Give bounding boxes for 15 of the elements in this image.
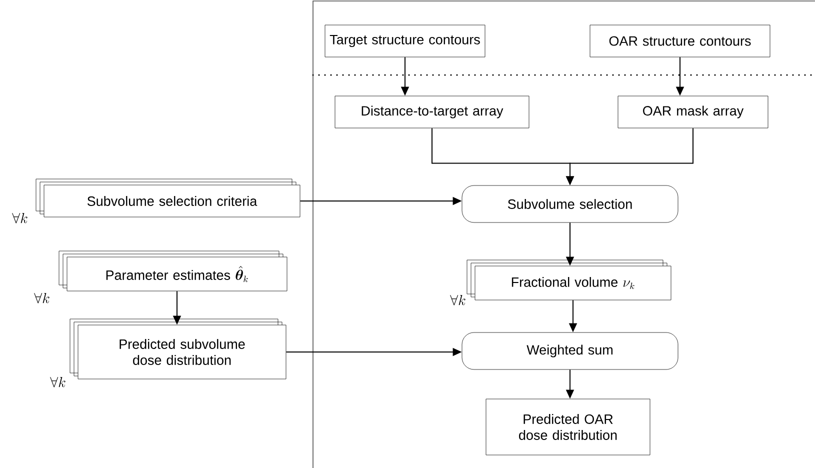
process-step: Weighted sum <box>462 332 678 370</box>
process-box: OAR structure contours <box>590 24 770 58</box>
forall-label: $\forall k$ <box>12 213 28 224</box>
process-box: Target structure contours <box>324 24 486 58</box>
process-box: OAR mask array <box>618 96 768 128</box>
forall-label: $\forall k$ <box>34 293 50 304</box>
stacked-box: Fractional volume $\nu_k$ <box>466 260 672 300</box>
process-box: Predicted OAR dose distribution <box>486 398 650 456</box>
stacked-box: Parameter estimates $\hat{\boldsymbol{\theta}}_k$ <box>58 250 288 292</box>
forall-label: $\forall k$ <box>450 295 466 306</box>
process-step: Subvolume selection <box>462 185 678 223</box>
process-box: Distance-to-target array <box>334 96 530 128</box>
stacked-box: Subvolume selection criteria <box>36 178 300 218</box>
stacked-box: Predicted subvolume dose distribution <box>70 318 286 380</box>
forall-label: $\forall k$ <box>50 377 66 388</box>
